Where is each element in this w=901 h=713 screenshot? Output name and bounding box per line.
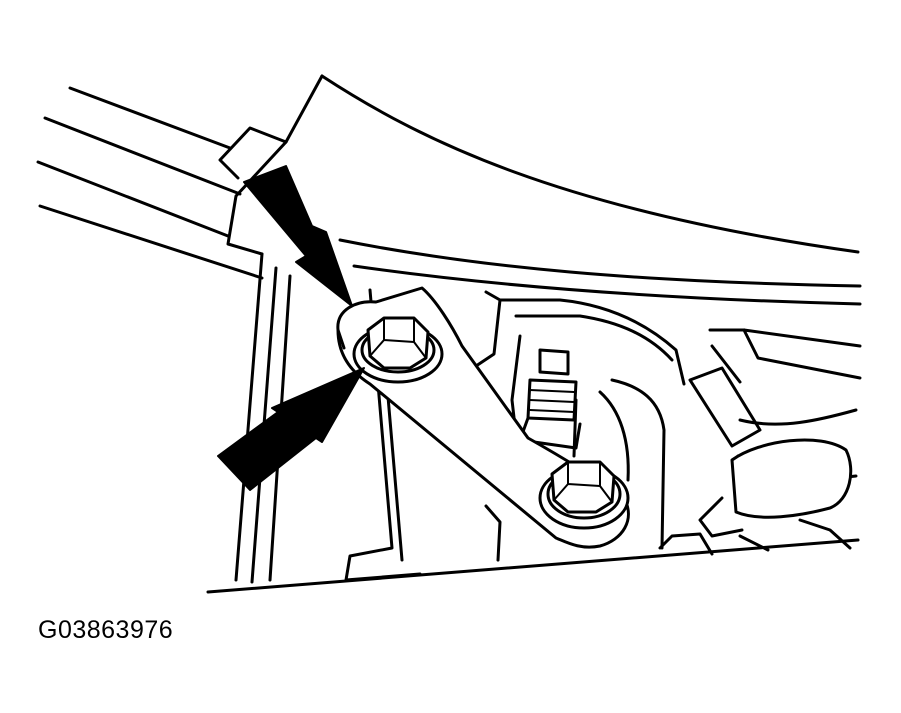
arrow-icon — [243, 165, 353, 307]
upper-panel — [36, 74, 862, 306]
lever-stud — [518, 348, 582, 450]
upper-bolt — [352, 316, 444, 384]
arrow-icon — [217, 367, 365, 491]
cable-harness — [658, 328, 862, 556]
lower-bolt — [538, 460, 630, 530]
figure-id-label: G03863976 — [38, 616, 174, 644]
